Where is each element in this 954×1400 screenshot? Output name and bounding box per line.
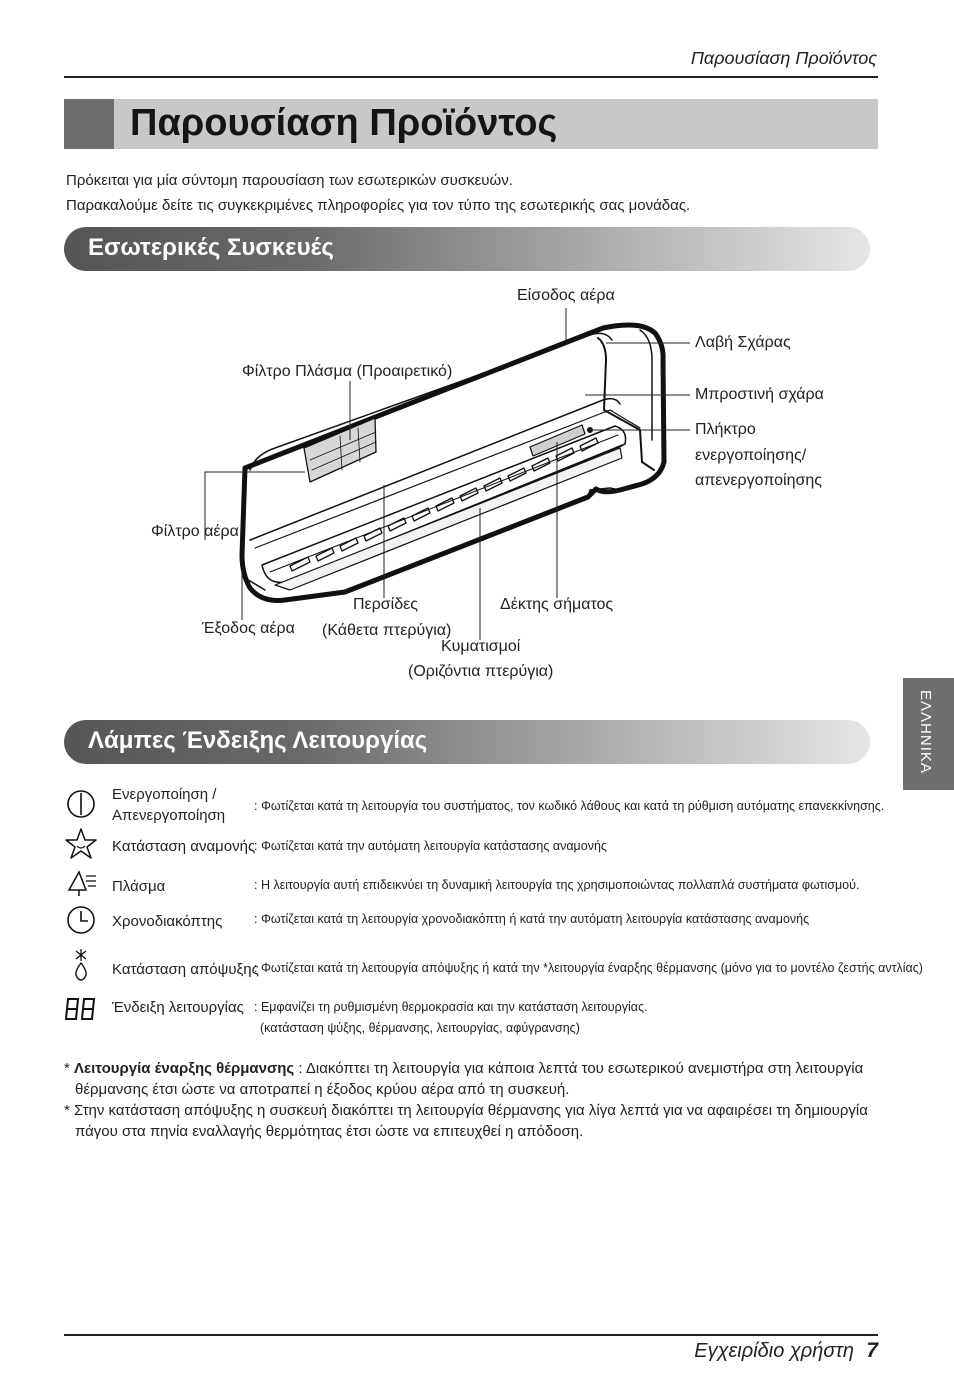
side-cap	[597, 337, 655, 471]
label-air-outlet: Έξοδος αέρα	[202, 620, 295, 637]
lamp-name-power-1: Ενεργοποίηση /	[112, 786, 217, 803]
label-louvers: Περσίδες	[353, 596, 418, 613]
label-air-filter: Φίλτρο αέρα	[151, 523, 239, 540]
note-heating-start-bold: Λειτουργία έναρξης θέρμανσης	[74, 1060, 295, 1077]
indoor-unit-diagram	[204, 308, 690, 640]
page-number: 7	[866, 1339, 878, 1362]
section-indoor-units: Εσωτερικές Συσκευές	[64, 227, 870, 271]
label-front-grille: Μπροστινή σχάρα	[695, 386, 824, 403]
standby-star-icon	[65, 828, 97, 859]
lamp-desc-plasma: : Η λειτουργία αυτή επιδεικνύει τη δυναμ…	[254, 878, 860, 892]
lamp-name-standby: Κατάσταση αναμονής	[112, 838, 256, 855]
note-asterisk-2: *	[64, 1102, 75, 1119]
lamp-desc-standby: : Φωτίζεται κατά την αυτόματη λειτουργία…	[254, 839, 607, 853]
label-air-inlet: Είσοδος αέρα	[517, 287, 615, 304]
running-header: Παρουσίαση Προϊόντος	[690, 48, 877, 68]
label-signal-receiver: Δέκτης σήματος	[500, 596, 614, 613]
footer-rule	[64, 1334, 878, 1336]
note-defrost-text: Στην κατάσταση απόψυξης η συσκευή διακόπ…	[74, 1102, 868, 1119]
section-indicator-lamps-title: Λάμπες Ένδειξης Λειτουργίας	[88, 727, 428, 754]
plasma-icon	[67, 870, 96, 896]
label-grille-handle: Λαβή Σχάρας	[695, 334, 791, 351]
defrost-icon	[75, 949, 87, 981]
lamp-name-display: Ένδειξη λειτουργίας	[112, 999, 244, 1016]
section-indoor-units-title: Εσωτερικές Συσκευές	[88, 234, 334, 261]
timer-clock-icon	[67, 906, 95, 934]
footer-manual-title: Εγχειρίδιο χρήστη	[694, 1340, 854, 1362]
lamp-name-timer: Χρονοδιακόπτης	[112, 913, 223, 930]
lamp-desc-display: : Εμφανίζει τη ρυθμισμένη θερμοκρασία κα…	[254, 1000, 648, 1014]
label-plasma-filter: Φίλτρο Πλάσμα (Προαιρετικό)	[242, 363, 453, 380]
lamp-desc-defrost: : Φωτίζεται κατά τη λειτουργία απόψυξης …	[254, 961, 923, 975]
intro-line-2: Παρακαλούμε δείτε τις συγκεκριμένες πληρ…	[66, 197, 691, 214]
note-defrost-line2: πάγου στα πηνία εναλλαγής θερμότητας έτσ…	[75, 1123, 584, 1140]
lamp-desc-power: : Φωτίζεται κατά τη λειτουργία του συστή…	[254, 799, 885, 813]
lamp-name-power-2: Απενεργοποίηση	[112, 807, 226, 824]
language-tab: ΕΛΛΗΝΙΚΑ	[903, 678, 954, 790]
note-defrost: * Στην κατάσταση απόψυξης η συσκευή διακ…	[64, 1100, 878, 1121]
plasma-filter-mesh	[303, 417, 377, 483]
note-heating-start-line2: θέρμανσης έτσι ώστε να αποτραπεί η έξοδο…	[75, 1081, 570, 1098]
segment-display-icon	[64, 998, 96, 1020]
vertical-louvers	[289, 437, 599, 572]
front-panel-top	[249, 332, 613, 471]
power-icon	[67, 790, 95, 818]
page-title: Παρουσίαση Προϊόντος	[130, 102, 558, 144]
lamp-name-defrost: Κατάσταση απόψυξης	[112, 961, 259, 978]
label-flaps-sub: (Οριζόντια πτερύγια)	[408, 663, 554, 680]
header-rule	[64, 76, 878, 78]
language-tab-label: ΕΛΛΗΝΙΚΑ	[917, 690, 934, 774]
page-title-band: Παρουσίαση Προϊόντος	[64, 99, 878, 149]
label-onoff-button-2: ενεργοποίησης/	[695, 447, 807, 464]
title-marker	[64, 99, 114, 149]
section-indicator-lamps: Λάμπες Ένδειξης Λειτουργίας	[64, 720, 870, 764]
outlet-opening	[261, 425, 627, 584]
label-louvers-sub: (Κάθετα πτερύγια)	[322, 622, 452, 639]
leader-lines	[204, 308, 690, 640]
note-heating-start-text: : Διακόπτει τη λειτουργία για κάποια λεπ…	[294, 1060, 864, 1077]
lamp-desc-timer: : Φωτίζεται κατά τη λειτουργία χρονοδιακ…	[254, 912, 810, 926]
intro-line-1: Πρόκειται για μία σύντομη παρουσίαση των…	[66, 172, 513, 189]
note-heating-start: * Λειτουργία έναρξης θέρμανσης : Διακόπτ…	[64, 1058, 878, 1079]
lamp-name-plasma: Πλάσμα	[112, 878, 166, 895]
label-onoff-button-3: απενεργοποίησης	[695, 472, 822, 489]
note-asterisk-1: *	[64, 1060, 75, 1077]
label-onoff-button-1: Πλήκτρο	[695, 421, 756, 438]
signal-receiver-window	[529, 424, 586, 457]
lamp-desc-display-sub: (κατάσταση ψύξης, θέρμανσης, λειτουργίας…	[260, 1021, 580, 1035]
front-grille-edge	[249, 397, 621, 541]
label-flaps: Κυματισμοί	[441, 638, 521, 655]
horizontal-flap	[274, 447, 623, 591]
